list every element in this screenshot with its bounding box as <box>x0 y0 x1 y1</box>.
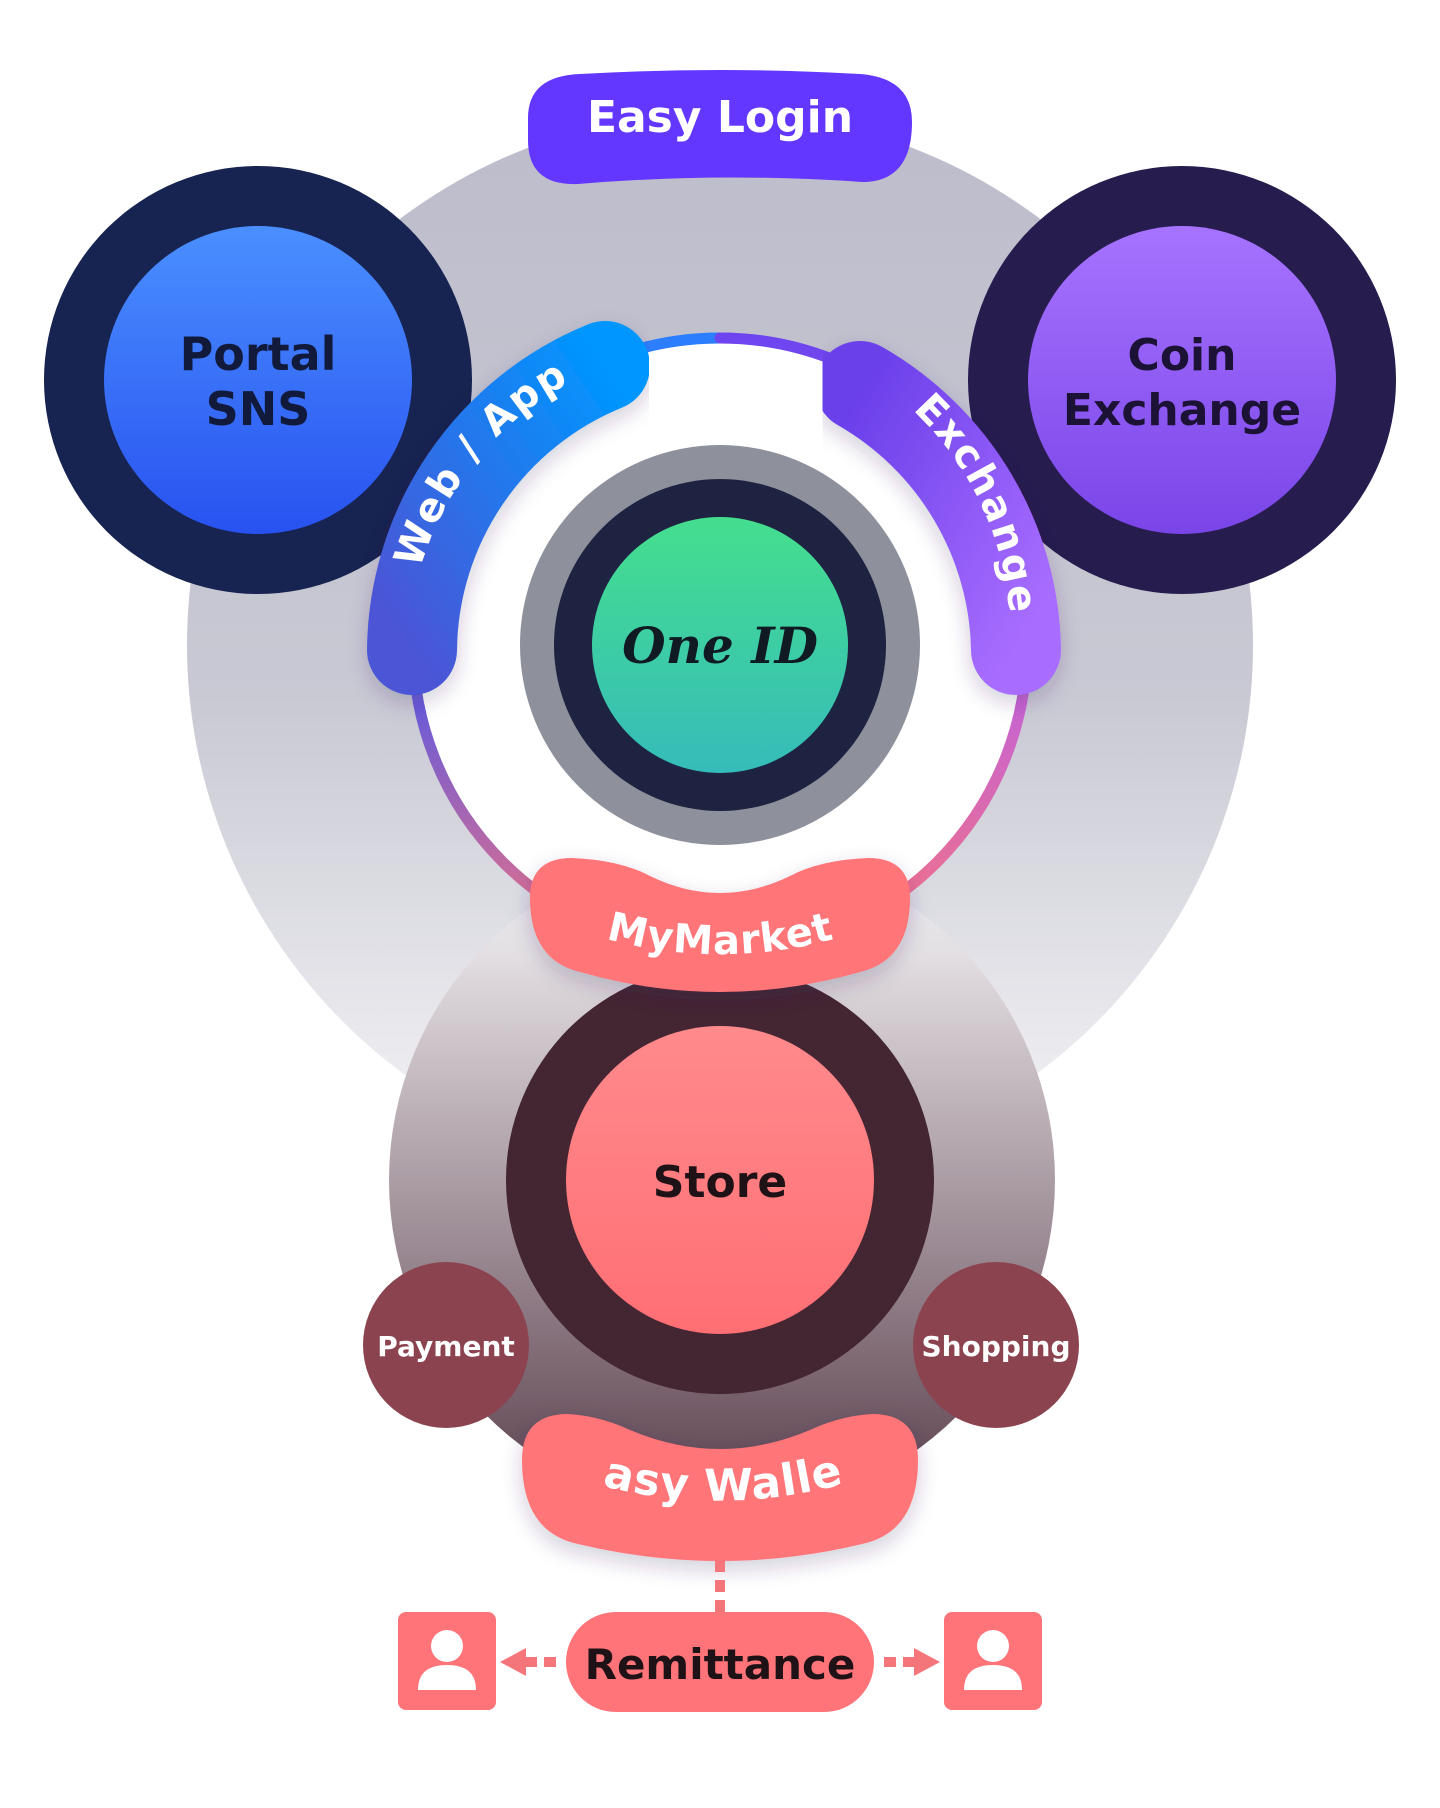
remittance-node: Remittance <box>566 1612 874 1712</box>
user-icon <box>398 1612 496 1710</box>
shopping-node: Shopping <box>913 1262 1079 1428</box>
shopping-label: Shopping <box>922 1330 1071 1363</box>
one-id-label: One ID <box>622 616 818 675</box>
payment-label: Payment <box>377 1330 515 1363</box>
easy-login-label: Easy Login <box>587 92 853 143</box>
coin-exchange-node: Coin Exchange <box>968 166 1396 594</box>
remittance-label: Remittance <box>585 1640 856 1689</box>
left-arrow <box>500 1648 556 1676</box>
right-arrow <box>884 1648 940 1676</box>
store-label: Store <box>653 1157 788 1208</box>
portal-sns-node: Portal SNS <box>44 166 472 594</box>
coin-exchange-label-1: Coin <box>1128 330 1237 381</box>
user-icon <box>944 1612 1042 1710</box>
portal-sns-label-2: SNS <box>206 382 311 436</box>
payment-node: Payment <box>363 1262 529 1428</box>
coin-exchange-label-2: Exchange <box>1063 385 1301 436</box>
store-node: Store <box>506 966 934 1394</box>
easy-login-node: Easy Login <box>528 70 912 185</box>
portal-sns-label-1: Portal <box>180 327 337 381</box>
mymarket-node: MyMarket <box>530 858 910 992</box>
one-id-node: One ID <box>520 445 920 845</box>
